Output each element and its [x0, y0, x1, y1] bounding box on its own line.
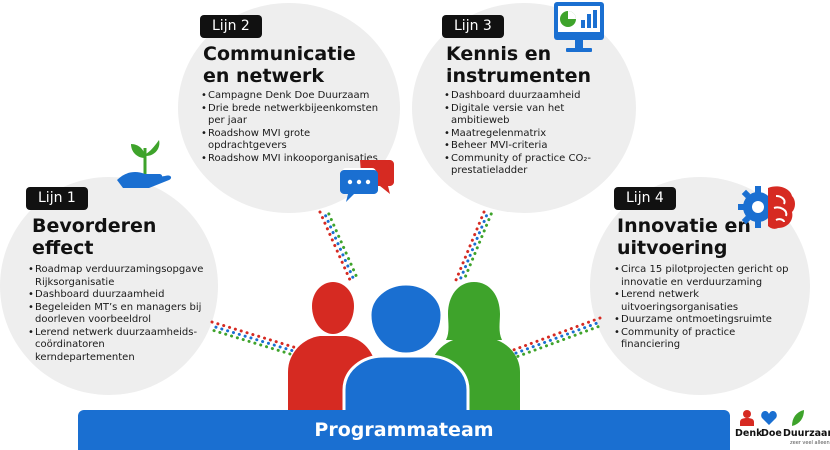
- logo-heart-icon: [761, 410, 777, 426]
- programmateam-bar: Programmateam: [78, 410, 730, 450]
- logo-leaf-icon: [790, 410, 804, 426]
- logo-duurzaam: Duurzaam: [783, 428, 830, 439]
- plant-in-hand-icon: [115, 140, 175, 190]
- logo-person-icon: [740, 410, 754, 426]
- chat-bubbles-icon: [340, 158, 394, 206]
- brain-gear-icon: [738, 182, 796, 232]
- logo-tagline: zeer veel alleen: [790, 440, 830, 446]
- logo-denk: Denk: [735, 428, 762, 439]
- logo-doe: Doe: [761, 428, 782, 439]
- dashboard-monitor-icon: [554, 2, 604, 52]
